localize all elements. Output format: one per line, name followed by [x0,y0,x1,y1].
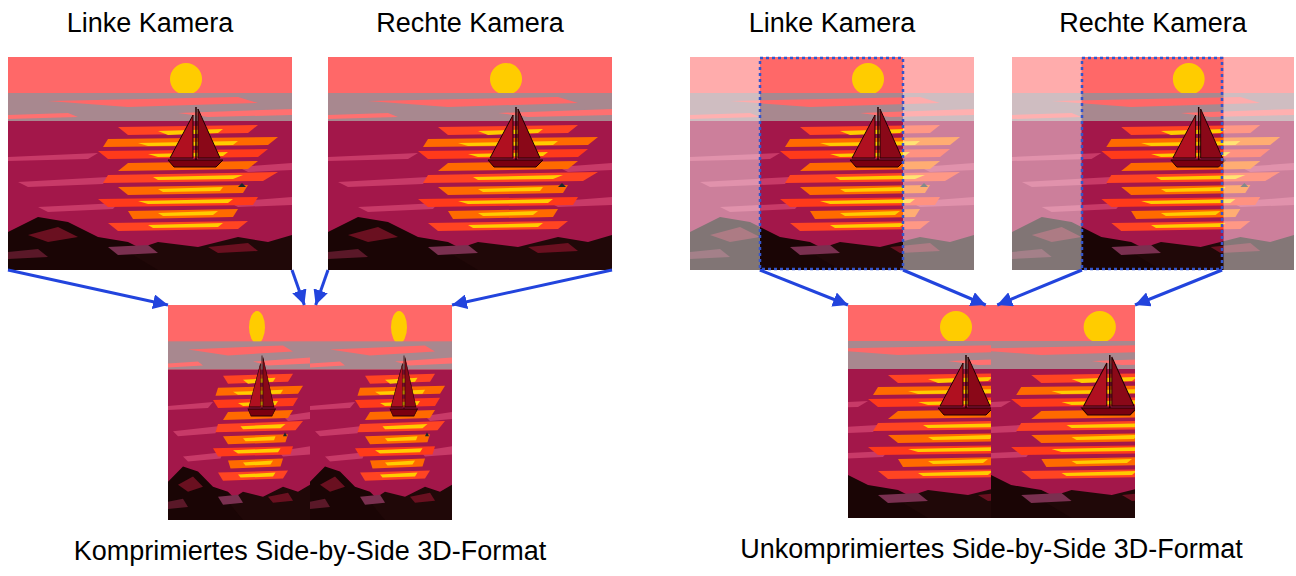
scene-shape [8,57,292,270]
scene-shape [168,305,310,520]
camera-label: Rechte Kamera [376,8,564,39]
flow-arrow [316,270,328,305]
squeezed-half [168,305,310,520]
scene-shape [690,57,974,270]
camera-photo [1012,57,1294,270]
flow-arrow [292,270,304,305]
camera-label: Rechte Kamera [1059,8,1247,39]
camera-photo [690,57,974,270]
camera-image: Rechte Kamera [328,57,612,270]
flow-arrow [1135,270,1222,305]
image-label-wrap: Komprimiertes Side-by-Side 3D-Format [18,536,602,567]
scene-shape [903,57,974,270]
camera-image: Linke Kamera [8,57,292,270]
scene-shape [328,57,612,270]
camera-photo [328,57,612,270]
image-label-wrap: Linke Kamera [540,8,1124,39]
camera-photo [8,57,292,270]
image-label-wrap: Unkomprimiertes Side-by-Side 3D-Format [698,534,1285,565]
squeezed-half [310,305,452,520]
combined-image: Komprimiertes Side-by-Side 3D-Format [168,305,452,520]
camera-label: Linke Kamera [67,8,234,39]
scene-shape [1012,57,1082,270]
camera-image: Linke Kamera [690,57,974,270]
scene-shape [690,57,760,270]
combined-image: Unkomprimiertes Side-by-Side 3D-Format [848,305,1135,518]
format-caption: Unkomprimiertes Side-by-Side 3D-Format [740,534,1243,565]
format-caption: Komprimiertes Side-by-Side 3D-Format [74,536,547,567]
flow-arrow [903,270,986,305]
flow-arrow [997,270,1082,305]
scene-shape [310,305,452,520]
flow-arrow [760,270,848,305]
scene-shape [921,305,1207,518]
image-label-wrap: Linke Kamera [0,8,442,39]
flow-arrow [8,270,168,305]
scene-shape [1012,57,1294,270]
cropped-half [921,305,1207,518]
camera-image: Rechte Kamera [1012,57,1294,270]
image-label-wrap: Rechte Kamera [862,8,1296,39]
camera-label: Linke Kamera [749,8,916,39]
scene-shape [1224,57,1295,270]
crop-frame [1082,58,1222,269]
crop-frame [760,58,903,269]
image-label-wrap: Rechte Kamera [178,8,762,39]
flow-arrow [452,270,612,305]
